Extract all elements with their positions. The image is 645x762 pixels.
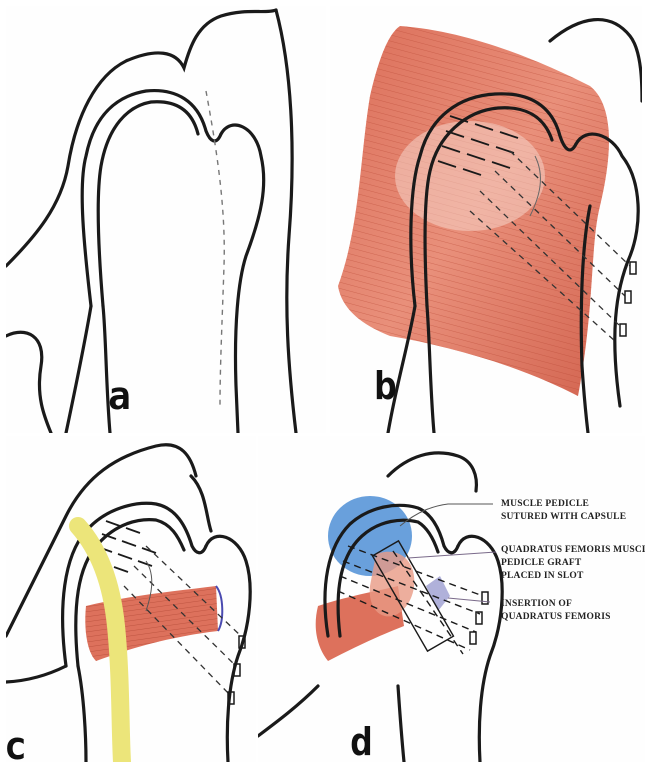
annotation-line: PLACED IN SLOT (501, 570, 645, 583)
panel-d: d MUSCLE PEDICLE SUTURED WITH CAPSULE QU… (258, 436, 645, 762)
annotation-line: PEDICLE GRAFT (501, 557, 645, 570)
femur-diagram-a (6, 6, 326, 433)
annotation-line: SUTURED WITH CAPSULE (501, 511, 626, 524)
annotation-line: INSERTION OF (501, 598, 611, 611)
annotation-line: QUADRATUS FEMORIS MUSCLE (501, 544, 645, 557)
panel-a: a (6, 6, 326, 433)
annotation-line: MUSCLE PEDICLE (501, 498, 626, 511)
annotation-muscle-pedicle: MUSCLE PEDICLE SUTURED WITH CAPSULE (501, 498, 626, 524)
annotation-insertion: INSERTION OF QUADRATUS FEMORIS (501, 598, 611, 624)
panel-label-a: a (108, 374, 131, 418)
panel-label-c: c (6, 724, 27, 762)
panel-label-b: b (374, 364, 397, 408)
panel-c: c (6, 436, 256, 762)
femur-diagram-c (6, 436, 256, 762)
annotation-line: QUADRATUS FEMORIS (501, 611, 611, 624)
panel-label-d: d (350, 720, 373, 762)
annotation-quadratus-graft: QUADRATUS FEMORIS MUSCLE PEDICLE GRAFT P… (501, 544, 645, 583)
leader-line-3 (448, 598, 490, 602)
panel-b: b (330, 6, 642, 433)
